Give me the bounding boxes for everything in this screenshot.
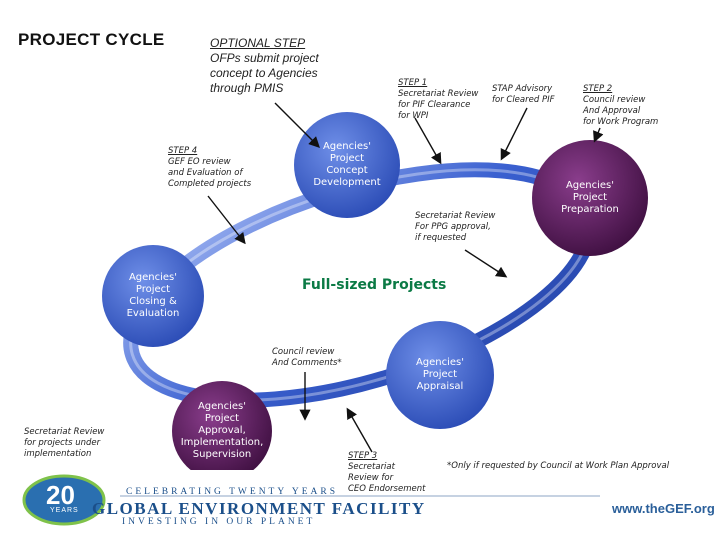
banner-organization: GLOBAL ENVIRONMENT FACILITY [92,499,426,518]
appraisal-line: Appraisal [416,381,464,392]
page-title: PROJECT CYCLE [18,30,165,49]
step1-line: Secretariat Review [398,89,479,99]
step1-line: for PIF Clearance [398,100,471,110]
ppg-review-line: For PPG approval, [415,222,491,232]
banner-celebrating: CELEBRATING TWENTY YEARS [126,487,339,497]
step4-line: and Evaluation of [168,168,243,178]
council-comments-note: Council review And Comments* [272,347,342,369]
concept-line: Agencies' [322,141,372,152]
concept-line: Concept [326,165,368,176]
implementation-review-line: for projects under [24,438,101,448]
banner-tagline: INVESTING IN OUR PLANET [122,517,316,527]
closing-line: Project [135,284,171,295]
appraisal-circle [386,321,494,429]
banner-url[interactable]: www.theGEF.org [612,501,715,516]
step4-note: STEP 4 GEF EO review and Evaluation of C… [168,146,251,190]
step3-heading: STEP 3 [348,451,378,461]
implementation-line: Implementation, [180,437,264,448]
ppg-review-line: Secretariat Review [415,211,496,221]
optional-step-note: OPTIONAL STEP OFPs submit project concep… [210,36,319,96]
optional-step-line: concept to Agencies [210,66,318,80]
appraisal-line: Agencies' [415,357,465,368]
concept-stage-label: Agencies' Project Concept Development [297,118,397,212]
stap-line: for Cleared PIF [492,95,555,105]
banner-background [0,470,720,540]
concept-circle [294,112,400,218]
implementation-circle [172,381,272,481]
step2-line: for Work Program [583,117,659,127]
step1-line: for WPI [398,111,429,121]
implementation-line: Supervision [192,449,252,460]
step4-heading: STEP 4 [168,146,198,156]
implementation-line: Approval, [198,425,246,436]
footnote: *Only if requested by Council at Work Pl… [447,461,670,471]
implementation-review-note: Secretariat Review for projects under im… [24,427,104,460]
optional-step-line: through PMIS [210,81,284,95]
council-comments-line: And Comments* [272,358,342,368]
preparation-circle [532,140,648,256]
ppg-review-note: Secretariat Review For PPG approval, if … [415,211,495,244]
ppg-review-line: if requested [415,233,467,243]
implementation-review-line: Secretariat Review [24,427,105,437]
preparation-line: Project [572,192,608,203]
step1-heading: STEP 1 [398,78,428,88]
step3-line: Review for [348,473,394,483]
implementation-line: Project [204,413,240,424]
stap-note: STAP Advisory for Cleared PIF [492,84,554,106]
preparation-line: Agencies' [565,180,615,191]
closing-circle [102,245,204,347]
step2-line: And Approval [583,106,641,116]
step3-line: CEO Endorsement [348,484,426,494]
closing-line: Agencies' [128,272,178,283]
step2-heading: STEP 2 [583,84,613,94]
arrow-step4 [207,195,246,245]
preparation-line: Preparation [561,204,619,215]
step2-line: Council review [583,95,646,105]
closing-line: Evaluation [126,308,180,319]
appraisal-stage-label: Agencies' Project Appraisal [392,340,488,410]
gef-logo-number: 20 [46,480,75,510]
step2-note: STEP 2 Council review And Approval for W… [583,84,658,128]
preparation-stage-label: Agencies' Project Preparation [538,160,642,236]
implementation-stage-label: Agencies' Project Approval, Implementati… [174,388,270,474]
closing-line: Closing & [129,296,177,307]
stap-line: STAP Advisory [492,84,553,94]
arrow-ppg-review [464,249,508,278]
step1-note: STEP 1 Secretariat Review for PIF Cleara… [398,78,478,122]
arrow-step2 [593,127,604,143]
arrow-step3 [346,407,373,453]
gef-logo-ring [22,474,106,526]
implementation-review-line: implementation [24,449,92,459]
implementation-line: Agencies' [197,401,247,412]
step3-line: Secretariat [348,462,395,472]
optional-step-heading: OPTIONAL STEP [210,36,306,50]
gef-logo-years: YEARS [50,507,79,514]
closing-stage-label: Agencies' Project Closing & Evaluation [106,250,200,342]
optional-step-line: OFPs submit project [210,51,319,65]
appraisal-line: Project [422,369,458,380]
step3-note: STEP 3 Secretariat Review for CEO Endors… [348,451,425,495]
council-comments-line: Council review [272,347,335,357]
arrow-stap [500,107,528,161]
full-sized-projects-label: Full-sized Projects [302,277,447,293]
concept-line: Project [329,153,365,164]
step4-line: Completed projects [168,179,252,189]
arrow-step1 [414,117,442,165]
gef-logo-globe [24,476,104,524]
concept-line: Development [313,177,381,188]
step4-line: GEF EO review [168,157,231,167]
arrow-optional-step [274,102,320,148]
